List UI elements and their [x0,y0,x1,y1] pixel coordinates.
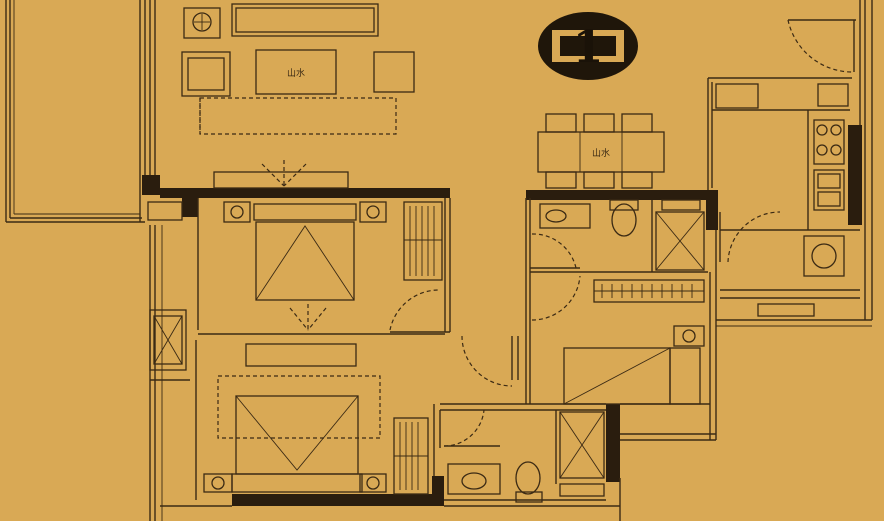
living-table-label: 山水 [287,67,305,79]
side-cabinet [147,201,190,381]
bedroom-1 [197,160,451,335]
unit-badge: 1 [538,12,638,80]
living-room: 山水 [181,3,415,135]
kitchen [707,77,862,317]
outer-walls [149,0,873,521]
entry-door [787,19,856,73]
bedroom-3 [531,230,717,441]
bathroom-2 [439,403,621,521]
partition-walls [142,175,718,506]
exterior-lines [160,319,872,507]
unit-badge-number: 1 [573,22,604,73]
dining-area: 山水 [537,113,665,189]
bathroom-1 [525,198,708,404]
bedroom-2 [195,335,519,500]
left-balcony [5,0,146,223]
dining-table-label: 山水 [592,147,610,159]
